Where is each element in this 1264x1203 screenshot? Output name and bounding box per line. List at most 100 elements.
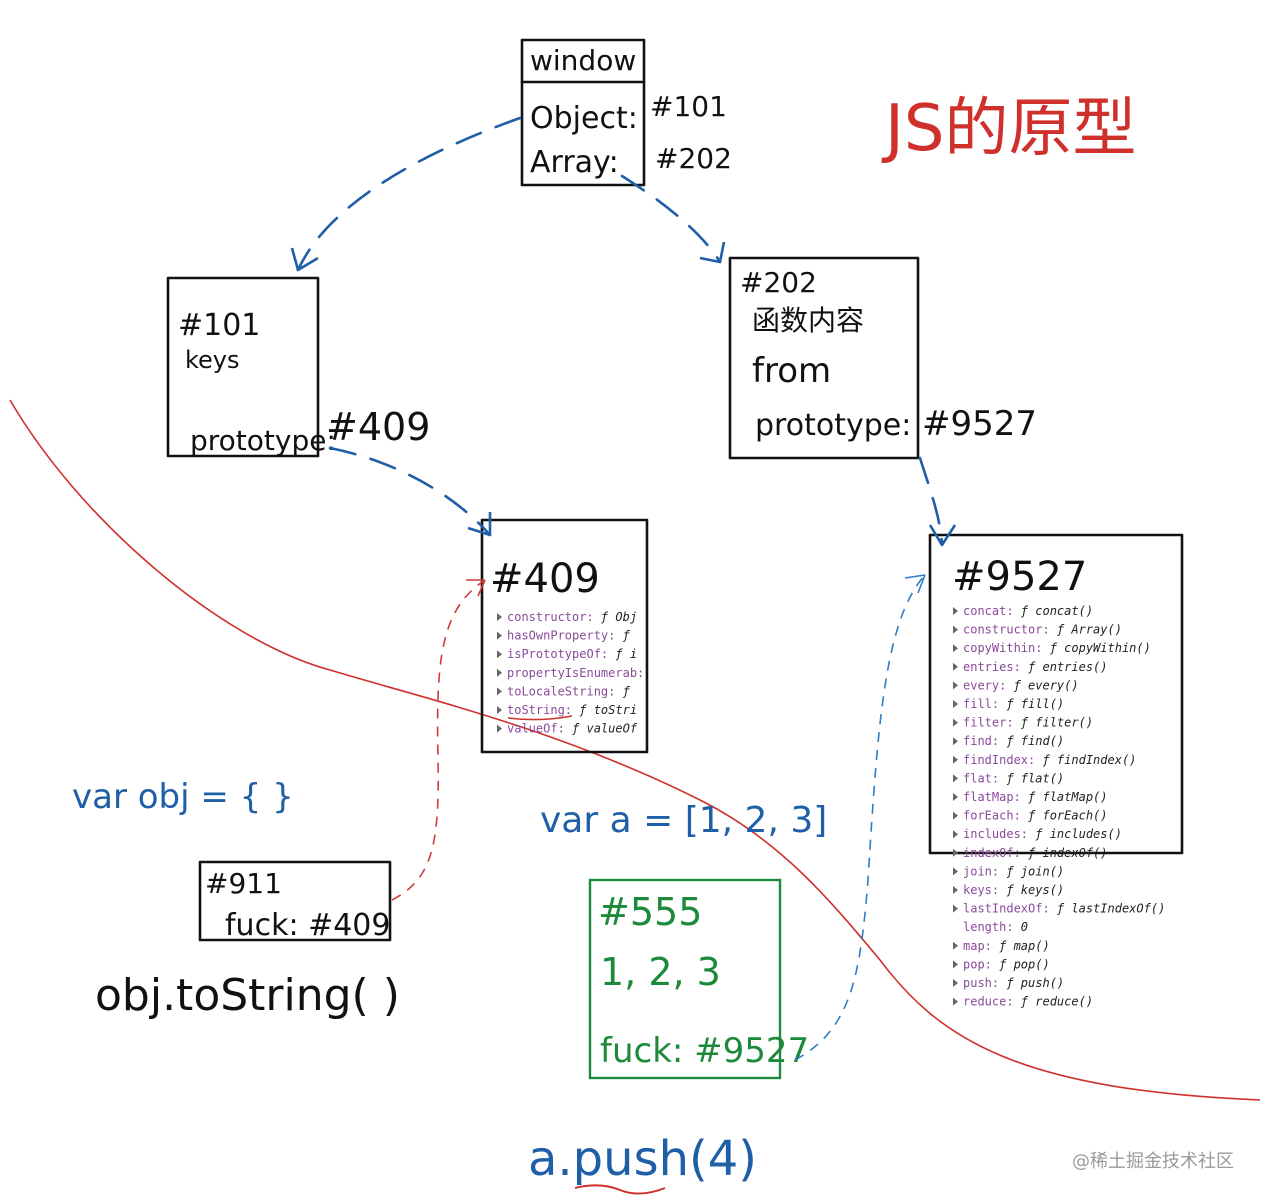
array-box-prototype: prototype: — [755, 408, 911, 443]
object-prototype-prop-isPrototypeOf: isPrototypeOf: ƒ i — [507, 647, 637, 661]
obj-declaration: var obj = { } — [72, 777, 294, 817]
array-prototype-expand-icon — [953, 867, 958, 876]
arrowhead-window-to-object — [290, 247, 319, 272]
array-prototype-id: #9527 — [952, 554, 1087, 600]
array-prototype-expand-icon — [953, 904, 958, 913]
arr-box-field: fuck: #9527 — [600, 1031, 809, 1071]
obj-box-id: #911 — [205, 867, 282, 900]
watermark: @稀土掘金技术社区 — [1072, 1151, 1234, 1172]
object-prototype-expand-icon — [497, 687, 502, 696]
arr-box-values: 1, 2, 3 — [600, 950, 721, 994]
arrow-arr-to-9527 — [794, 574, 926, 1061]
array-prototype-prop-lastIndexOf: lastIndexOf: ƒ lastIndexOf() — [963, 902, 1165, 916]
arrowhead-window-to-array — [699, 241, 726, 264]
arrowhead-to-409 — [467, 512, 492, 537]
array-prototype-prop-flat: flat: ƒ flat() — [963, 771, 1064, 785]
arrow-window-to-array — [620, 174, 722, 264]
obj-instance-box: #911 fuck: #409 — [198, 860, 392, 943]
array-prototype-prop-copyWithin: copyWithin: ƒ copyWithin() — [963, 641, 1151, 655]
obj-box-field: fuck: #409 — [225, 908, 390, 943]
array-prototype-prop-forEach: forEach: ƒ forEach() — [963, 809, 1108, 823]
array-prototype-expand-icon — [953, 811, 958, 820]
object-box-keys: keys — [185, 346, 240, 374]
window-label: window — [530, 44, 636, 77]
object-prototype-expand-icon — [497, 613, 502, 621]
arr-call: a.push(4) — [528, 1131, 757, 1187]
array-prototype-prop-concat: concat: ƒ concat() — [963, 604, 1093, 618]
array-prototype-prop-map: map: ƒ map() — [963, 939, 1050, 953]
object-box-id: #101 — [178, 308, 260, 343]
array-prototype-prop-includes: includes: ƒ includes() — [963, 827, 1122, 841]
array-prototype-prop-fill: fill: ƒ fill() — [963, 697, 1064, 711]
array-prototype-prop-push: push: ƒ push() — [963, 976, 1064, 990]
object-prototype-prop-toString: toString: ƒ toStri — [507, 703, 637, 717]
array-prototype-expand-icon — [953, 644, 958, 653]
object-prototype-expand-icon — [497, 668, 502, 677]
array-prototype-prop-constructor: constructor: ƒ Array() — [963, 623, 1122, 637]
push-underline — [574, 1184, 666, 1195]
arrow-object-proto-to-409 — [328, 446, 492, 537]
array-prototype-expand-icon — [953, 830, 958, 839]
arrowhead-arr-to-9527 — [904, 574, 926, 594]
array-prototype-expand-icon — [953, 607, 958, 615]
array-prototype-expand-icon — [953, 700, 958, 708]
array-prototype-prop-length: length: 0 — [963, 920, 1028, 934]
array-prototype-prop-every: every: ƒ every() — [963, 678, 1079, 692]
arrowhead-to-9527 — [928, 524, 957, 546]
arrow-obj-to-409 — [391, 579, 486, 901]
array-prototype-expand-icon — [953, 997, 958, 1006]
array-prototype-expand-icon — [953, 960, 958, 969]
array-prototype-prop-pop: pop: ƒ pop() — [963, 957, 1050, 971]
array-prototype-expand-icon — [953, 886, 958, 894]
red-divider-curve — [9, 399, 1261, 1101]
object-prototype-id: #409 — [490, 556, 600, 602]
object-constructor-box: #101 keys prototype: #409 — [166, 276, 430, 458]
array-box-note: 函数内容 — [752, 304, 864, 337]
array-prototype-prop-keys: keys: ƒ keys() — [963, 883, 1064, 897]
array-prototype-expand-icon — [953, 625, 958, 634]
object-prototype-prop-valueOf: valueOf: ƒ valueOf — [507, 722, 638, 736]
array-prototype-prop-entries: entries: ƒ entries() — [963, 660, 1108, 674]
arrow-window-to-object — [296, 116, 522, 272]
object-prototype-expand-icon — [497, 650, 502, 659]
array-prototype-box: #9527 concat: ƒ concat() constructor: ƒ A… — [928, 533, 1184, 1009]
object-prototype-prop-propertyIsEnumerab: propertyIsEnumerab: — [507, 666, 644, 680]
arr-declaration: var a = [1, 2, 3] — [540, 800, 827, 841]
array-prototype-prop-findIndex: findIndex: ƒ findIndex() — [963, 753, 1136, 767]
array-prototype-expand-icon — [953, 737, 958, 746]
object-prototype-prop-hasOwnProperty: hasOwnProperty: ƒ — [507, 629, 631, 643]
arr-instance-box: #555 1, 2, 3 fuck: #9527 — [588, 878, 809, 1080]
object-prototype-expand-icon — [497, 631, 502, 640]
diagram-title: JS的原型 — [881, 92, 1137, 166]
object-box-prototype-ref: #409 — [326, 405, 430, 449]
object-prototype-box: #409 constructor: ƒ Obj hasOwnProperty: ƒ… — [480, 518, 649, 754]
array-prototype-prop-indexOf: indexOf: ƒ indexOf() — [963, 846, 1108, 860]
array-prototype-prop-reduce: reduce: ƒ reduce() — [963, 995, 1093, 1009]
window-row-object: Object: — [530, 101, 638, 136]
window-ref-object: #101 — [650, 90, 727, 123]
array-box-id: #202 — [740, 266, 817, 299]
array-prototype-expand-icon — [953, 662, 958, 671]
array-prototype-expand-icon — [953, 774, 958, 783]
window-row-array: Array: — [530, 145, 619, 180]
arrowhead-obj-to-409 — [466, 579, 486, 597]
array-prototype-prop-find: find: ƒ find() — [963, 734, 1064, 748]
array-prototype-expand-icon — [953, 941, 958, 950]
object-prototype-prop-toLocaleString: toLocaleString: ƒ — [507, 684, 631, 698]
array-box-prototype-ref: #9527 — [922, 404, 1037, 444]
arrow-array-proto-to-9527 — [918, 456, 944, 547]
array-prototype-prop-filter: filter: ƒ filter() — [963, 716, 1093, 730]
array-box-from: from — [752, 351, 831, 391]
object-prototype-expand-icon — [497, 706, 502, 714]
object-prototype-expand-icon — [497, 724, 502, 733]
object-prototype-prop-constructor: constructor: ƒ Obj — [507, 610, 637, 624]
array-prototype-prop-join: join: ƒ join() — [963, 864, 1064, 878]
array-prototype-expand-icon — [953, 755, 958, 764]
object-box-prototype: prototype: — [190, 424, 336, 457]
array-prototype-expand-icon — [953, 793, 958, 801]
window-box: window Object: Array: #101 #202 — [520, 38, 732, 187]
array-prototype-expand-icon — [953, 848, 958, 857]
array-prototype-props: concat: ƒ concat() constructor: ƒ Array()… — [953, 604, 1165, 1009]
arr-box-id: #555 — [598, 890, 702, 934]
